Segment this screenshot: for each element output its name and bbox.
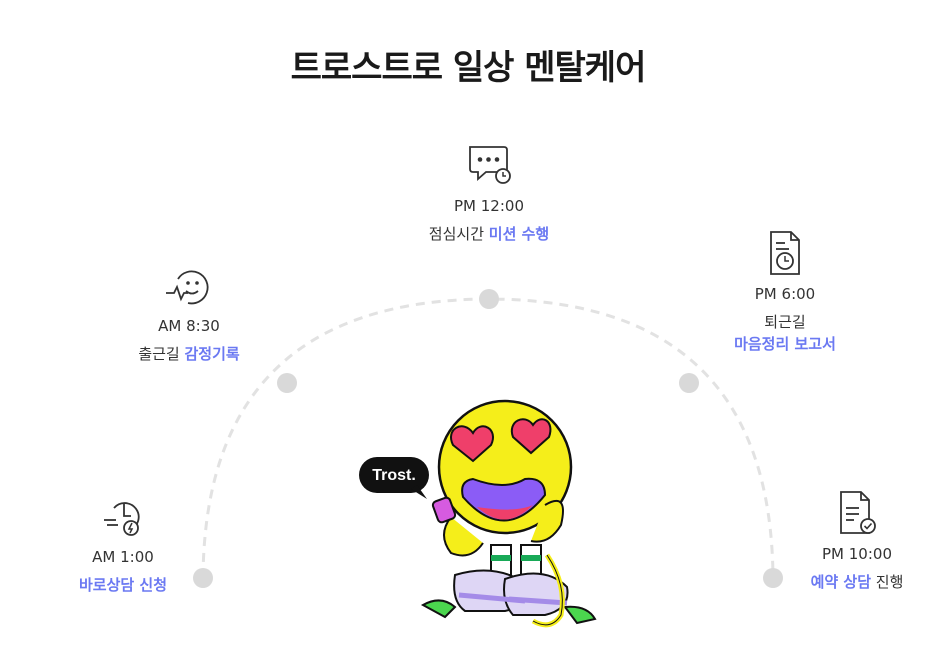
smile-pulse-icon xyxy=(166,270,209,305)
timeline-dot-1 xyxy=(193,568,213,588)
schedule-item-am-830: AM 8:30 출근길 감정기록 xyxy=(89,265,289,365)
schedule-highlight: 예약 상담 xyxy=(810,573,872,591)
timeline-dot-4 xyxy=(679,373,699,393)
schedule-time: PM 10:00 xyxy=(822,545,892,563)
schedule-label: 출근길 감정기록 xyxy=(138,345,240,363)
schedule-label: 예약 상담 진행 xyxy=(810,573,904,591)
chat-clock-icon xyxy=(469,146,511,184)
schedule-item-am-1: AM 1:00 바로상담 신청 xyxy=(23,494,223,596)
dashed-arc-line xyxy=(201,297,775,579)
schedule-label: 점심시간 미션 수행 xyxy=(428,225,550,243)
schedule-label: 바로상담 신청 xyxy=(23,574,223,596)
timeline-dot-5 xyxy=(763,568,783,588)
schedule-highlight: 마음정리 보고서 xyxy=(734,335,836,353)
schedule-time: AM 1:00 xyxy=(92,548,154,566)
timeline-dot-2 xyxy=(277,373,297,393)
document-check-icon xyxy=(840,491,876,534)
schedule-highlight: 바로상담 신청 xyxy=(78,576,168,594)
clock-lightning-icon xyxy=(104,502,140,536)
schedule-item-pm-12: PM 12:00 점심시간 미션 수행 xyxy=(389,141,589,245)
timeline-dot-3 xyxy=(479,289,499,309)
schedule-highlight: 미션 수행 xyxy=(488,225,550,243)
speech-bubble-text: Trost. xyxy=(372,467,416,484)
speech-bubble: Trost. xyxy=(359,457,429,499)
trost-mascot-illustration: Trost. xyxy=(359,399,597,628)
page-title: 트로스트로 일상 멘탈케어 xyxy=(290,48,647,88)
schedule-time: PM 12:00 xyxy=(454,197,524,215)
schedule-time: PM 6:00 xyxy=(754,285,816,303)
document-clock-icon xyxy=(770,231,800,275)
schedule-item-pm-10: PM 10:00 예약 상담 진행 xyxy=(757,489,936,593)
schedule-time: AM 8:30 xyxy=(158,317,220,335)
schedule-highlight: 감정기록 xyxy=(184,345,240,363)
